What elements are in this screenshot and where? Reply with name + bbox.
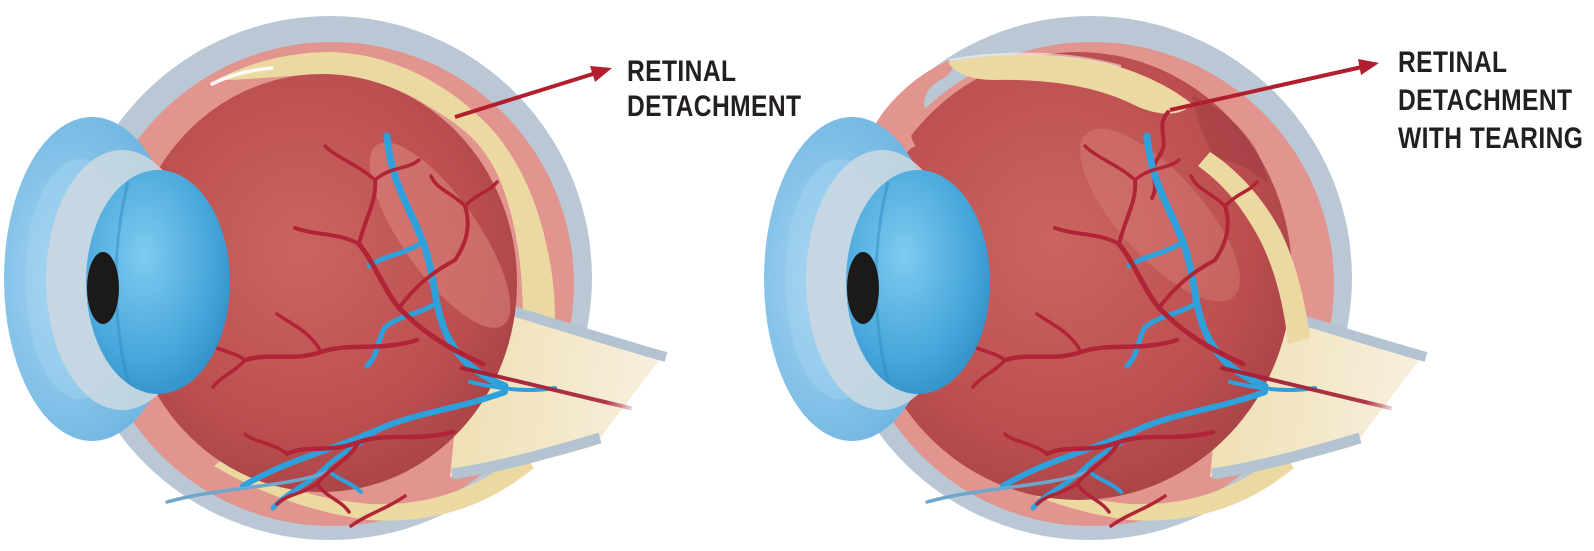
vitreous-sheen [1080,128,1240,302]
label-line: RETINAL [627,55,737,88]
arrow-line [454,71,597,119]
torn-retina-piece-side [1198,152,1310,344]
vitreous-body [864,52,1292,500]
label-line: RETINAL [1398,46,1508,79]
arrow-head-icon [590,66,612,82]
torn-retina-edge-highlight [948,52,1122,68]
left-annotation-arrow [454,66,612,119]
label-line: DETACHMENT [1398,84,1573,117]
label-line: WITH TEARING [1398,122,1584,155]
left-eye-illustration [2,16,666,540]
label-retinal-detachment-with-tearing: RETINAL DETACHMENT WITH TEARING [1398,44,1583,158]
retina-edge-highlight [210,66,274,86]
right-eye-illustration [762,16,1426,540]
torn-retina-piece-top [948,54,1192,114]
arrow-line [1169,65,1363,112]
right-annotation-arrow [1169,59,1379,112]
tear-shadow [1192,96,1268,184]
label-line: DETACHMENT [627,90,802,123]
arrow-head-icon [1358,59,1379,75]
vitreous-sheen [369,142,511,328]
label-retinal-detachment: RETINAL DETACHMENT [627,54,801,124]
